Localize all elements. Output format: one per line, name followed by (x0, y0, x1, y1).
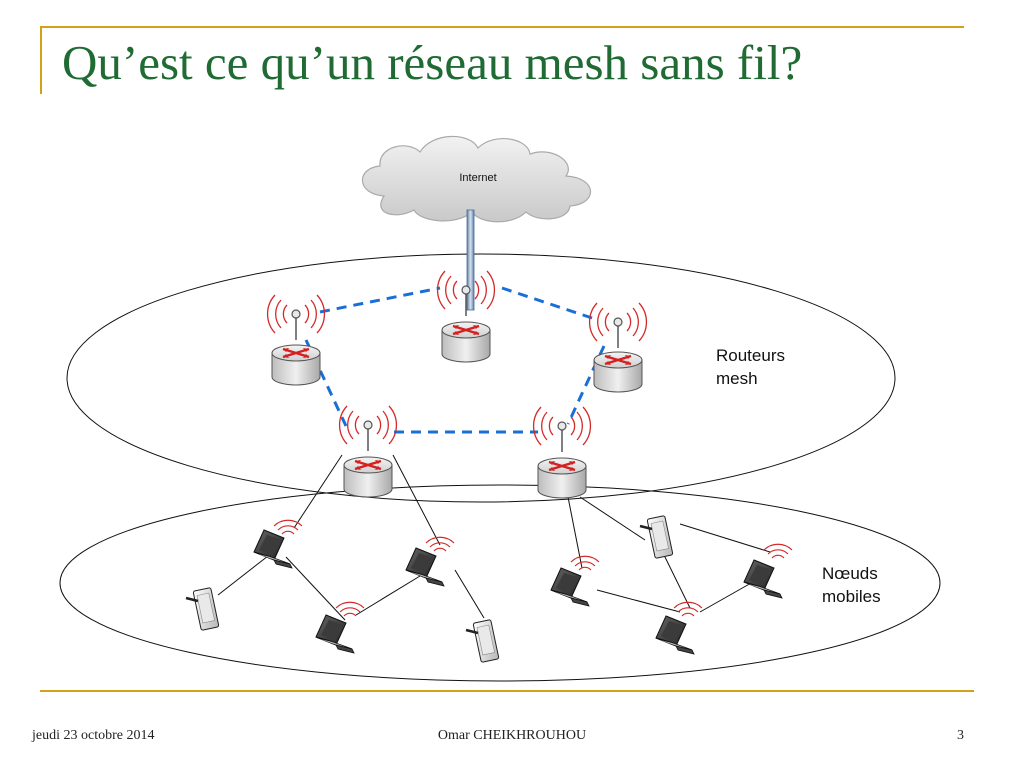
mobiles-label-line2: mobiles (822, 587, 881, 606)
routers-label-line2: mesh (716, 369, 758, 388)
mesh-router-zone (66, 253, 896, 503)
title-accent-bar (40, 26, 42, 94)
mobile-node-zone (59, 484, 941, 682)
laptop-node (743, 543, 793, 599)
routers-label-line1: Routeurs (716, 346, 785, 365)
page-number: 3 (957, 728, 964, 743)
footer-author: Omar CHEIKHROUHOU (437, 728, 587, 743)
cloud-label: Internet (459, 172, 496, 184)
mobiles-label: Nœuds mobiles (822, 564, 881, 606)
internet-cloud: Internet (361, 135, 592, 223)
mesh-router-top-left (266, 294, 326, 387)
mesh-router-bottom-right (532, 406, 592, 500)
tablet-node (184, 586, 221, 632)
tablet-node (464, 618, 501, 664)
mesh-router-right (588, 302, 648, 394)
footer-date: jeudi 23 octobre 2014 (32, 728, 155, 743)
routers-label: Routeurs mesh (716, 346, 785, 388)
internet-uplink (466, 209, 475, 311)
laptop-node (315, 601, 365, 654)
mesh-router-bottom-left (338, 405, 398, 499)
mobiles-label-line1: Nœuds (822, 564, 878, 583)
title-accent-line (40, 26, 964, 28)
laptop-node (655, 601, 703, 655)
laptop-node (405, 536, 455, 587)
mesh-router-top-center (436, 270, 496, 364)
slide-title: Qu’est ce qu’un réseau mesh sans fil? (62, 35, 803, 90)
footer-divider (40, 690, 974, 692)
laptop-node (550, 555, 600, 607)
tablet-node (638, 514, 675, 560)
client-links (217, 454, 771, 621)
mesh-links (304, 286, 606, 434)
